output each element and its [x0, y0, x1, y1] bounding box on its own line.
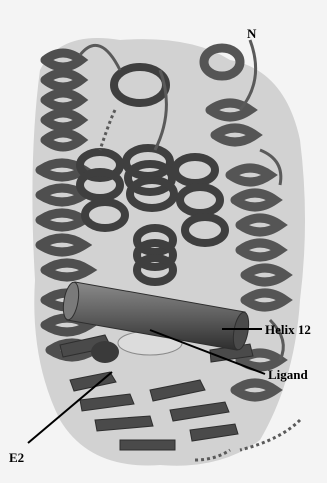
e2-label: E2 — [9, 450, 24, 465]
n-terminus-label: N — [247, 26, 257, 41]
ligand-label: Ligand — [268, 367, 309, 382]
helix12-label: Helix 12 — [265, 322, 311, 337]
